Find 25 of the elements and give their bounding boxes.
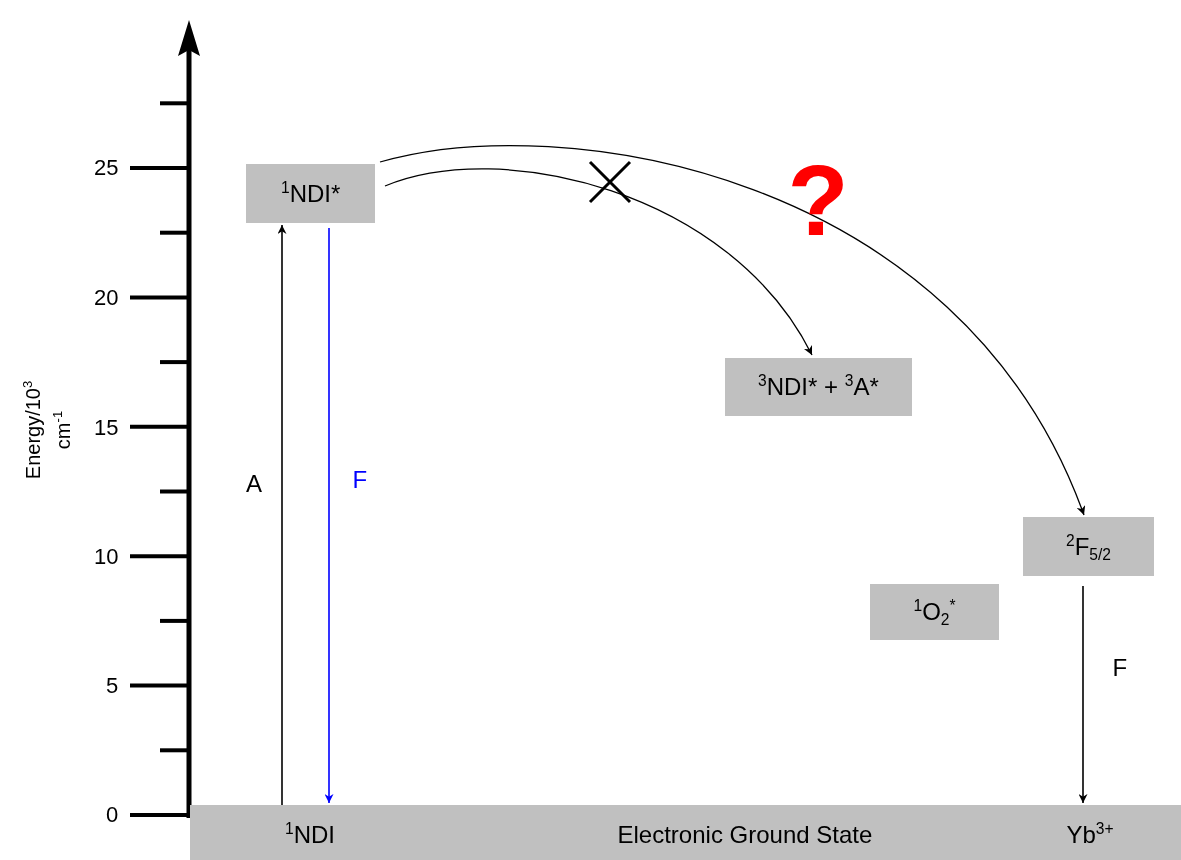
tick-label: 25: [94, 157, 119, 179]
edge-label: A: [246, 472, 262, 496]
state-label: $^{1}$NDI: [285, 823, 336, 847]
tick-label: 5: [106, 675, 119, 697]
state-label: $^{3}$NDI* + $^{3}$A*: [758, 375, 879, 399]
ground-state-band: [190, 805, 1181, 860]
state-label: Electronic Ground State: [617, 823, 873, 847]
transition-arrow: [379, 145, 1085, 516]
transition-arrow: [277, 224, 287, 806]
transition-arrow: [384, 168, 813, 356]
transition-arrow: [1078, 585, 1088, 804]
energy-level-box: [725, 358, 912, 416]
energy-level-box: [870, 584, 999, 640]
edge-label: F: [352, 468, 368, 492]
tick-label: 20: [94, 287, 119, 309]
energy-level-box: [1023, 517, 1154, 576]
state-label: $^{2}$F$_{5/2}$: [1066, 534, 1112, 559]
energy-level-box: [246, 164, 375, 223]
transition-arrow: [324, 227, 334, 804]
tick-label: 15: [94, 417, 119, 439]
state-label: $^{1}$NDI*: [281, 181, 341, 206]
tick-label: 0: [106, 804, 119, 826]
edge-label: F: [1112, 656, 1128, 680]
tick-label: 10: [94, 546, 119, 568]
state-label: Yb$^{3+}$: [1066, 823, 1114, 847]
